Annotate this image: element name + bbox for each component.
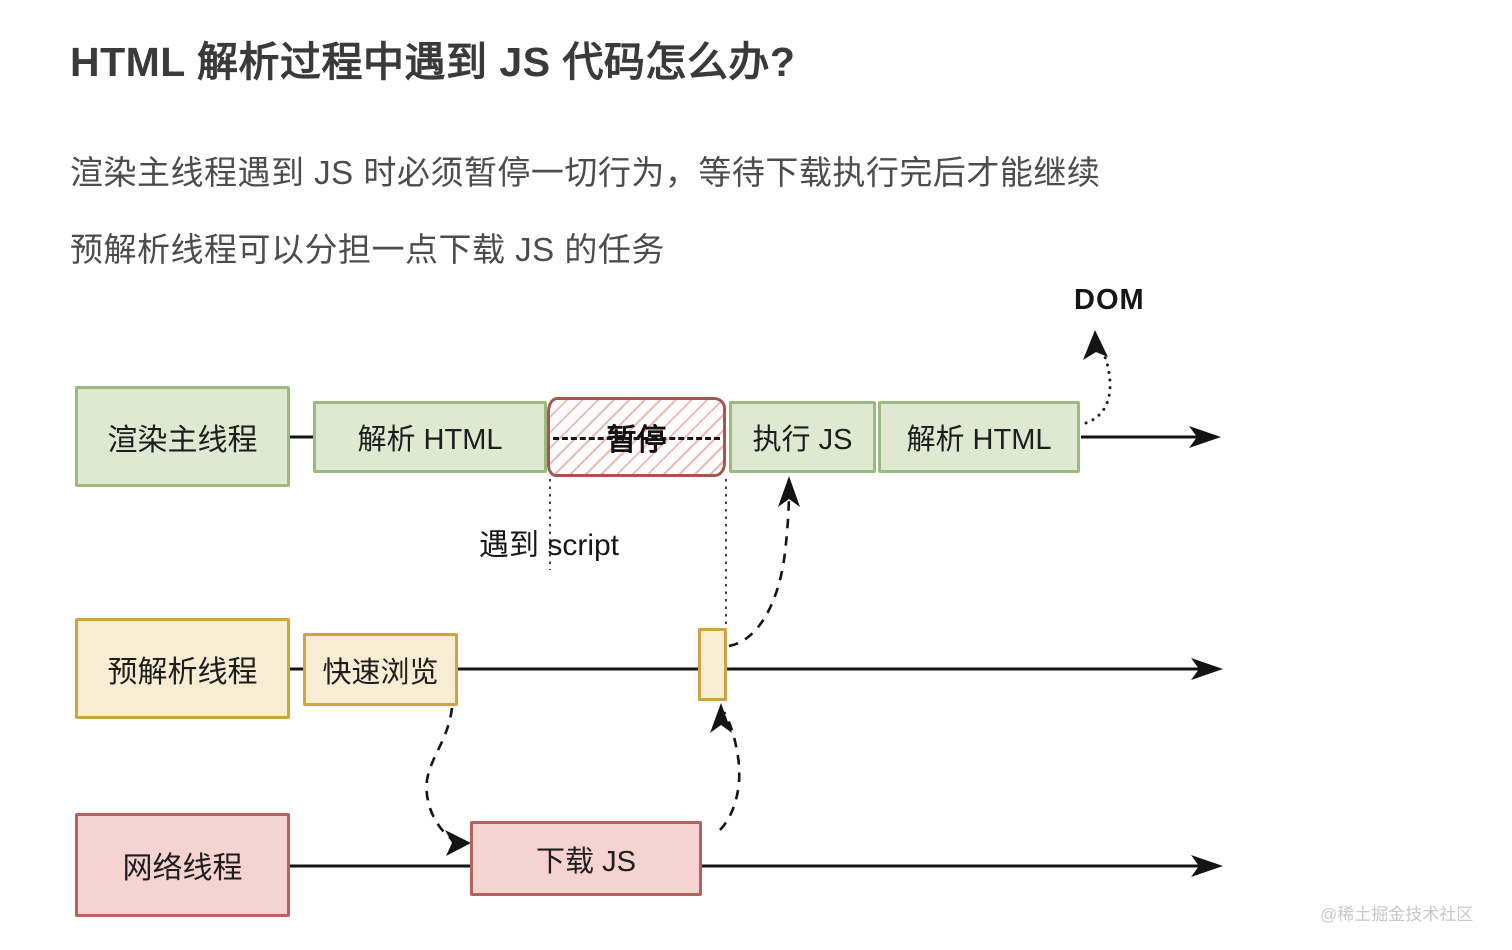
pause-block-label: 暂停 [606,424,667,457]
pre-parse-thread-box: 预解析线程 [75,618,290,719]
exec-js-block: 执行 JS [729,401,876,473]
download-js-block-label: 下载 JS [536,845,636,878]
quick-scan-block-label: 快速浏览 [322,656,439,689]
render-main-thread-label: 渲染主线程 [107,423,258,457]
pause-block: 暂停 [547,397,726,477]
parse-html-block-1: 解析 HTML [313,401,547,473]
parse-html-block-2-label: 解析 HTML [906,424,1052,456]
description-line-2: 预解析线程可以分担一点下载 JS 的任务 [70,231,665,268]
dom-output-arrow [1083,330,1112,425]
download-to-slot-arrow [710,703,741,831]
encounter-script-label: 遇到 script [479,529,620,562]
quick-scan-block: 快速浏览 [303,633,458,706]
dom-label: DOM [1074,284,1145,316]
pre-parse-timeline-arrow [456,658,1223,680]
network-timeline-arrow [290,855,1223,877]
page-title: HTML 解析过程中遇到 JS 代码怎么办? [70,39,796,85]
quick-scan-to-download-arrow [425,707,471,856]
description-line-1: 渲染主线程遇到 JS 时必须暂停一切行为，等待下载执行完后才能继续 [70,154,1101,191]
watermark: @稀土掘金技术社区 [1320,905,1474,924]
network-thread-box: 网络线程 [75,813,290,917]
exec-js-block-label: 执行 JS [752,424,853,456]
parse-html-block-1-label: 解析 HTML [357,424,503,456]
pause-dashed-line [553,437,720,440]
render-main-timeline-arrow [1081,426,1221,448]
pre-parse-slot-block [698,628,727,701]
parse-html-block-2: 解析 HTML [878,401,1080,473]
pre-parse-thread-label: 预解析线程 [107,655,258,689]
render-main-thread-box: 渲染主线程 [75,386,290,487]
network-thread-label: 网络线程 [122,852,243,885]
download-js-block: 下载 JS [470,821,702,896]
slot-to-exec-js-arrow [728,476,800,648]
